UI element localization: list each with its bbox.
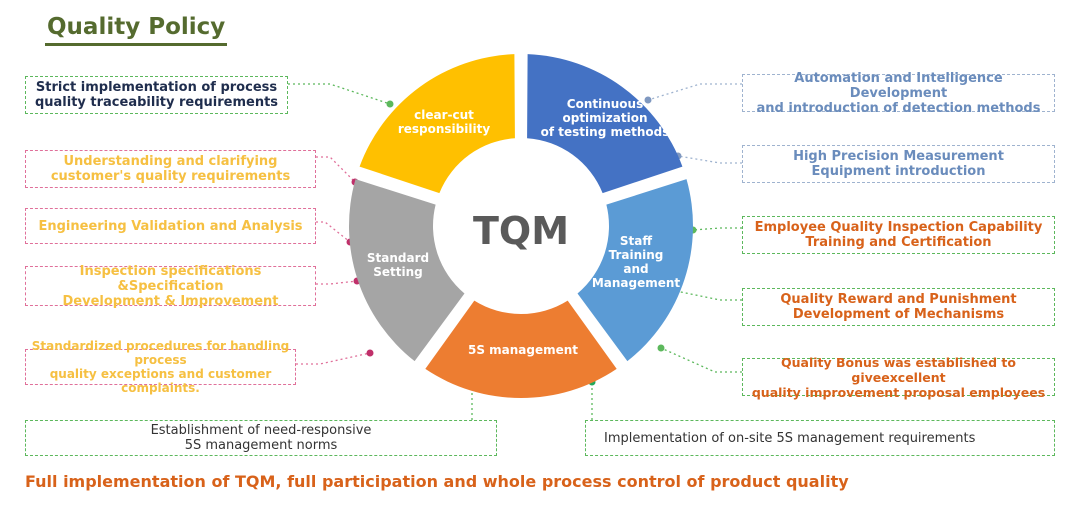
box-employee: Employee Quality Inspection Capability T… (742, 216, 1055, 254)
center-label: TQM (473, 209, 569, 253)
box-customer-text: Understanding and clarifying customer's … (50, 154, 291, 184)
segment-standard-setting (359, 54, 515, 194)
box-traceability-text: Strict implementation of process quality… (34, 80, 279, 110)
connector-inspection (316, 280, 358, 285)
box-onsite-text: Implementation of on-site 5S management … (604, 430, 976, 446)
segment-continuous-optimization (577, 179, 693, 362)
box-customer: Understanding and clarifying customer's … (25, 150, 316, 188)
box-traceability: Strict implementation of process quality… (25, 76, 288, 114)
tqm-ring (349, 54, 693, 399)
box-engineering: Engineering Validation and Analysis (25, 208, 316, 244)
box-bonus: Quality Bonus was established to giveexc… (742, 355, 1055, 400)
connector-engineering (316, 221, 351, 243)
box-employee-text: Employee Quality Inspection Capability T… (754, 220, 1043, 250)
segment-clear-cut-responsibility (527, 54, 683, 194)
segment-5s-management (349, 179, 465, 362)
footer-statement: Full implementation of TQM, full partici… (25, 472, 849, 491)
connector-precision (677, 155, 742, 164)
box-precision-text: High Precision Measurement Equipment int… (793, 149, 1004, 179)
connector-reward (675, 290, 742, 301)
connector-procedures (296, 352, 371, 365)
box-precision: High Precision Measurement Equipment int… (742, 145, 1055, 183)
box-reward: Quality Reward and Punishment Developmen… (742, 288, 1055, 326)
segment-5s-management-label: 5S management (468, 343, 578, 357)
box-inspection-spec: Inspection specifications &Specification… (25, 263, 316, 309)
connector-automation (647, 83, 742, 101)
connector-customer (316, 156, 356, 183)
segment-staff-training (425, 300, 617, 399)
box-inspection-spec-text: Inspection specifications &Specification… (62, 263, 279, 309)
connector-bonus (660, 347, 742, 373)
box-onsite: Implementation of on-site 5S management … (585, 420, 1055, 456)
connector-employee (692, 227, 742, 231)
box-procedures-text: Standardized procedures for handling pro… (31, 339, 290, 395)
box-5s-norms: Establishment of need-responsive 5S mana… (25, 420, 497, 456)
box-reward-text: Quality Reward and Punishment Developmen… (780, 292, 1017, 322)
page-title: Quality Policy (45, 12, 228, 46)
box-automation: Automation and Intelligence Development … (742, 71, 1055, 116)
box-automation-text: Automation and Intelligence Development … (756, 70, 1041, 116)
box-engineering-text: Engineering Validation and Analysis (38, 218, 303, 234)
box-bonus-text: Quality Bonus was established to giveexc… (751, 354, 1046, 400)
connector-traceability (288, 83, 391, 105)
box-procedures: Standardized procedures for handling pro… (25, 339, 296, 395)
box-5s-norms-text: Establishment of need-responsive 5S mana… (150, 423, 372, 453)
